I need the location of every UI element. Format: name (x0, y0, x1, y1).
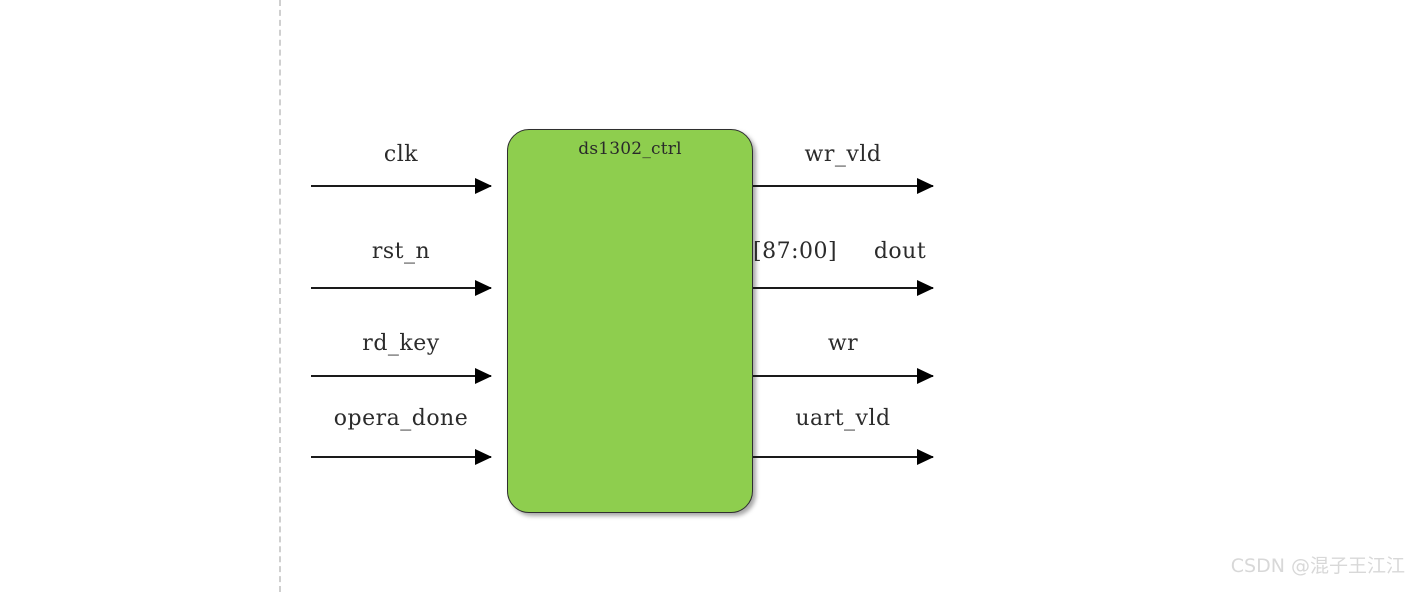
module-block-ds1302-ctrl (507, 129, 753, 513)
input-wire-rd-key (311, 368, 492, 384)
input-label-clk: clk (383, 142, 419, 167)
output-wire-dout (753, 280, 934, 296)
input-label-rst-n: rst_n (371, 239, 431, 264)
input-label-opera-done: opera_done (333, 406, 469, 431)
output-label-dout: dout (873, 239, 927, 264)
output-label-uart-vld: uart_vld (795, 406, 891, 431)
input-wire-rst-n (311, 280, 492, 296)
input-wire-clk (311, 178, 492, 194)
output-label-wr-vld: wr_vld (804, 142, 882, 167)
input-wire-opera-done (311, 449, 492, 465)
csdn-watermark: CSDN @混子王江江 (1230, 555, 1405, 577)
module-title: ds1302_ctrl (578, 139, 682, 159)
input-label-rd-key: rd_key (362, 331, 440, 356)
output-label-wr: wr (827, 331, 859, 356)
page-margin-guide (279, 0, 281, 592)
output-wire-uart-vld (753, 449, 934, 465)
output-wire-wr-vld (753, 178, 934, 194)
output-wire-wr (753, 368, 934, 384)
output-bus-range-dout: [87:00] (753, 239, 838, 264)
